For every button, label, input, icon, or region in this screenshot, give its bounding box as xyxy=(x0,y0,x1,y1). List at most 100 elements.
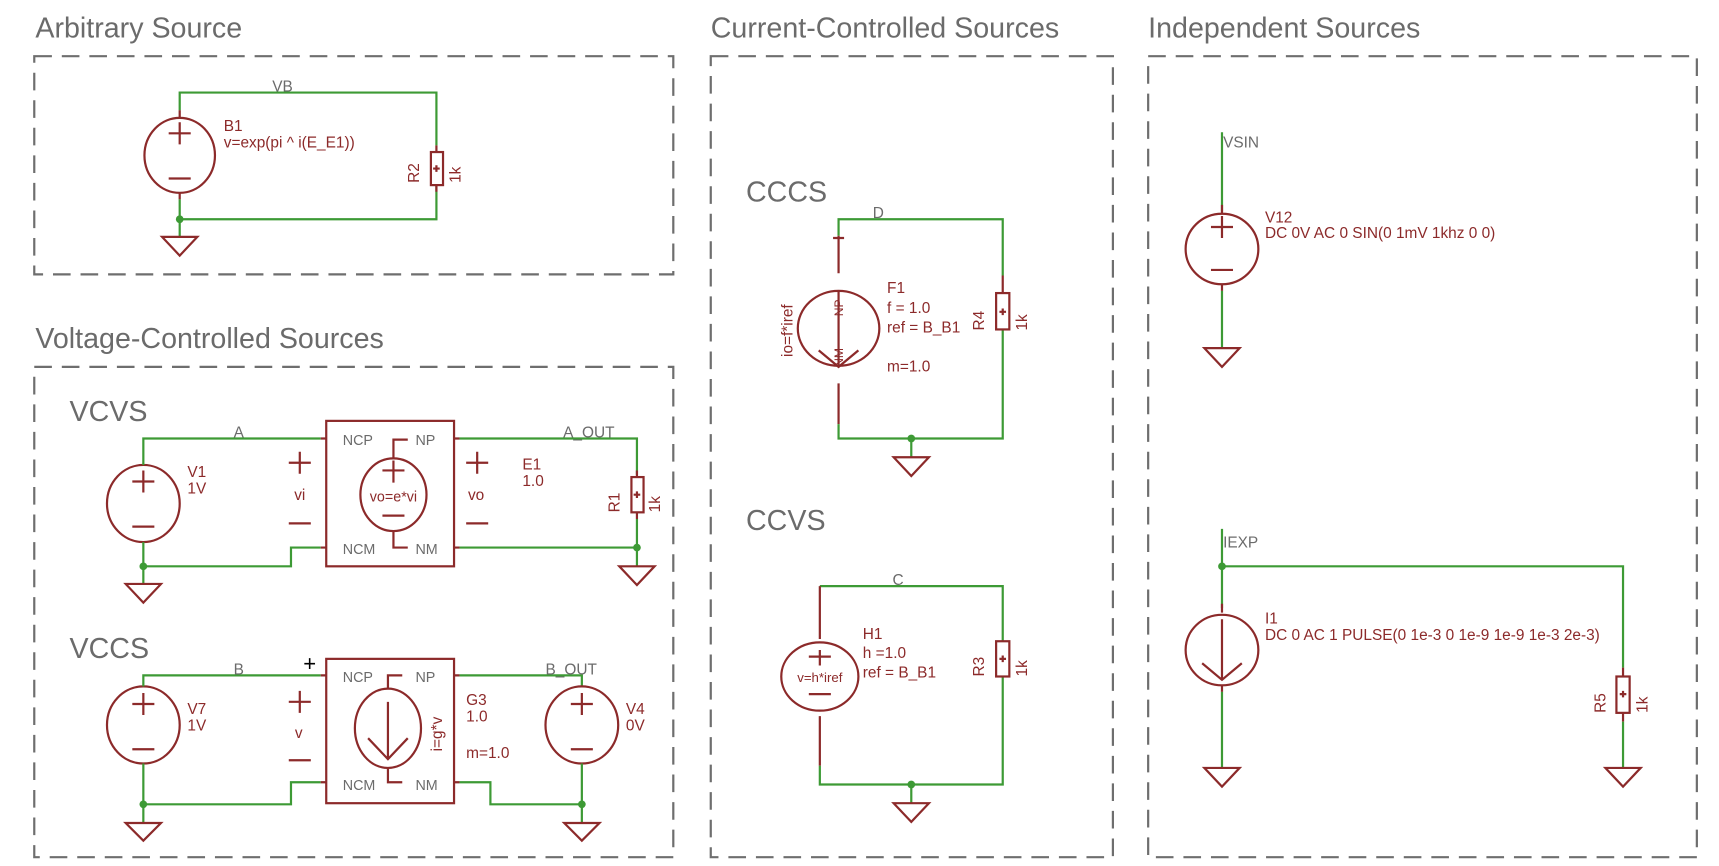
e1-output-label: vo xyxy=(468,487,484,504)
f1-ref: ref = B_B1 xyxy=(887,320,960,337)
b1-value: v=exp(pi ^ i(E_E1)) xyxy=(224,135,355,152)
source-i1[interactable] xyxy=(1184,603,1260,692)
source-v7[interactable] xyxy=(105,685,181,765)
section-independent: Independent Sources VSIN V12 DC 0V AC 0 … xyxy=(1147,12,1698,859)
f1-equation: io=f*iref xyxy=(779,304,796,357)
v7-name: V7 xyxy=(187,701,206,718)
f1-multiplier: m=1.0 xyxy=(887,358,930,375)
pin-ncp: NCP xyxy=(343,433,373,449)
v1-name: V1 xyxy=(187,464,206,481)
r1-name: R1 xyxy=(606,493,623,513)
ground-symbol xyxy=(123,582,164,605)
section-voltage-controlled: Voltage-Controlled Sources VCVS NCP NP N… xyxy=(33,323,675,859)
r1-value: 1k xyxy=(647,496,664,513)
net-label-iexp: IEXP xyxy=(1223,535,1258,552)
r3-name: R3 xyxy=(971,657,988,677)
r3-value: 1k xyxy=(1014,660,1031,677)
r2-name: R2 xyxy=(406,163,423,183)
resistor-r1[interactable] xyxy=(630,470,645,519)
e1-input-label: vi xyxy=(294,487,305,504)
net-label-vsin: VSIN xyxy=(1223,135,1259,152)
origin-cross: + xyxy=(303,651,316,676)
ground-symbol xyxy=(159,235,200,258)
v4-name: V4 xyxy=(626,701,645,718)
subsection-title-ccvs: CCVS xyxy=(746,505,826,537)
section-title: Voltage-Controlled Sources xyxy=(35,323,383,355)
f1-gain: f = 1.0 xyxy=(887,300,930,317)
f1-pin-np: NP xyxy=(832,299,846,316)
source-v1[interactable] xyxy=(105,463,181,544)
net-label-b: B xyxy=(234,661,244,678)
wire-vb xyxy=(178,91,438,146)
cccs-f1[interactable] xyxy=(796,235,881,425)
r5-value: 1k xyxy=(1634,696,1651,713)
h1-name: H1 xyxy=(863,626,883,643)
net-label-a-out: A_OUT xyxy=(563,424,615,441)
e1-value: 1.0 xyxy=(522,473,543,490)
pin-ncm: NCM xyxy=(343,778,376,794)
wire-gnd xyxy=(178,185,438,221)
net-label-d: D xyxy=(873,205,884,222)
subsection-title-vccs: VCCS xyxy=(70,633,150,665)
source-v4[interactable] xyxy=(544,685,620,765)
section-frame xyxy=(33,365,675,859)
g3-equation: i=g*v xyxy=(429,716,446,751)
g3-value: 1.0 xyxy=(466,709,487,726)
pin-ncp: NCP xyxy=(343,670,373,686)
g3-input-label: v xyxy=(295,725,303,742)
r5-name: R5 xyxy=(1592,693,1609,713)
section-frame xyxy=(1147,55,1698,859)
e1-equation: vo=e*vi xyxy=(370,489,417,505)
section-arbitrary-source: Arbitrary Source VB B1 v=exp(pi ^ i(E_E1… xyxy=(33,12,675,276)
pin-ncm: NCM xyxy=(343,542,376,558)
f1-pin-nm: NM xyxy=(832,348,846,367)
ground-symbol xyxy=(891,802,932,824)
ground-symbol xyxy=(1602,766,1644,789)
r4-value: 1k xyxy=(1014,314,1031,331)
net-label-vb: VB xyxy=(272,78,293,95)
section-title: Current-Controlled Sources xyxy=(711,12,1059,44)
section-frame xyxy=(33,55,675,276)
ground-symbol xyxy=(1201,347,1243,369)
f1-name: F1 xyxy=(887,280,905,297)
ground-symbol xyxy=(616,565,658,587)
section-current-controlled: Current-Controlled Sources CCCS D io=f*i… xyxy=(709,12,1115,859)
pin-np: NP xyxy=(415,670,435,686)
section-title: Arbitrary Source xyxy=(35,12,242,44)
vcvs-e1[interactable] xyxy=(288,419,489,568)
resistor-r4[interactable] xyxy=(995,275,1011,331)
h1-ref: ref = B_B1 xyxy=(863,665,936,682)
pin-nm: NM xyxy=(415,778,437,794)
pin-np: NP xyxy=(415,433,435,449)
ground-symbol xyxy=(561,821,603,843)
i1-name: I1 xyxy=(1265,611,1278,628)
subsection-title-cccs: CCCS xyxy=(746,177,827,209)
ground-symbol xyxy=(891,456,932,478)
h1-equation: v=h*iref xyxy=(797,670,843,685)
net-label-c: C xyxy=(893,572,904,589)
ccvs-h1[interactable] xyxy=(780,586,860,766)
ground-symbol xyxy=(1201,766,1243,789)
source-v12[interactable] xyxy=(1184,204,1260,291)
v1-value: 1V xyxy=(187,481,207,498)
b1-name: B1 xyxy=(224,118,243,135)
net-label-a: A xyxy=(234,424,245,441)
section-frame xyxy=(709,55,1115,859)
v4-value: 0V xyxy=(626,717,646,734)
g3-name: G3 xyxy=(466,692,487,709)
resistor-r3[interactable] xyxy=(995,640,1011,678)
subsection-title-vcvs: VCVS xyxy=(70,396,148,428)
net-label-b-out: B_OUT xyxy=(545,661,597,678)
vccs-g3[interactable] xyxy=(288,657,460,805)
v12-value: DC 0V AC 0 SIN(0 1mV 1khz 0 0) xyxy=(1265,225,1495,242)
pin-nm: NM xyxy=(415,542,437,558)
ground-symbol xyxy=(123,821,164,843)
resistor-r5[interactable] xyxy=(1615,667,1631,722)
source-b1[interactable] xyxy=(143,110,217,200)
g3-multiplier: m=1.0 xyxy=(466,745,509,762)
v7-value: 1V xyxy=(187,717,207,734)
r2-value: 1k xyxy=(448,166,465,183)
i1-value: DC 0 AC 1 PULSE(0 1e-3 0 1e-9 1e-9 1e-3 … xyxy=(1265,627,1600,644)
resistor-r2[interactable] xyxy=(429,145,445,192)
